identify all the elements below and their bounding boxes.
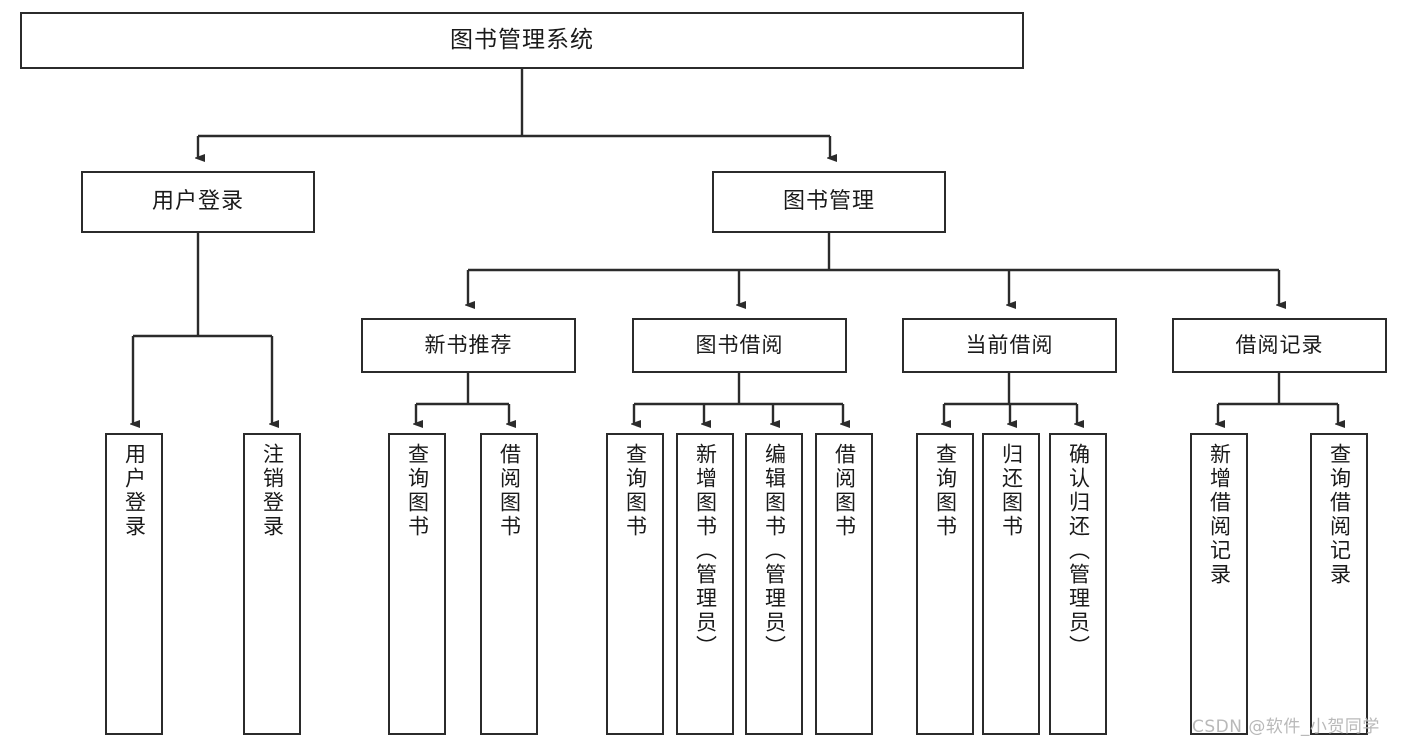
leaf-query-book-1[interactable]: 查询图书 (388, 433, 446, 735)
leaf-query-record-label: 查询借阅记录 (1327, 443, 1352, 587)
leaf-add-record[interactable]: 新增借阅记录 (1190, 433, 1248, 735)
leaf-borrow-book-1[interactable]: 借阅图书 (480, 433, 538, 735)
leaf-query-book-2[interactable]: 查询图书 (606, 433, 664, 735)
leaf-add-book[interactable]: 新增图书（管理员） (676, 433, 734, 735)
leaf-edit-book[interactable]: 编辑图书（管理员） (745, 433, 803, 735)
leaf-query-book-2-label: 查询图书 (623, 443, 648, 539)
node-root-system[interactable]: 图书管理系统 (20, 12, 1024, 69)
node-book-borrow-label: 图书借阅 (695, 333, 784, 357)
leaf-logout-login-label: 注销登录 (260, 443, 285, 539)
leaf-query-book-1-label: 查询图书 (405, 443, 430, 539)
leaf-user-login-label: 用户登录 (122, 443, 147, 539)
node-borrow-record-label: 借阅记录 (1235, 333, 1324, 357)
node-user-login[interactable]: 用户登录 (81, 171, 315, 233)
leaf-borrow-book-2-label: 借阅图书 (832, 443, 857, 539)
leaf-confirm-return-label: 确认归还（管理员） (1066, 443, 1091, 659)
leaf-add-book-label: 新增图书（管理员） (693, 443, 718, 659)
leaf-query-book-3[interactable]: 查询图书 (916, 433, 974, 735)
node-borrow-record[interactable]: 借阅记录 (1172, 318, 1387, 373)
leaf-edit-book-label: 编辑图书（管理员） (762, 443, 787, 659)
node-root-label: 图书管理系统 (450, 27, 594, 53)
leaf-logout-login[interactable]: 注销登录 (243, 433, 301, 735)
leaf-query-record[interactable]: 查询借阅记录 (1310, 433, 1368, 735)
node-new-book-recommend-label: 新书推荐 (424, 333, 513, 357)
node-book-manage[interactable]: 图书管理 (712, 171, 946, 233)
node-user-login-label: 用户登录 (151, 189, 244, 214)
leaf-add-record-label: 新增借阅记录 (1207, 443, 1232, 587)
leaf-confirm-return[interactable]: 确认归还（管理员） (1049, 433, 1107, 735)
node-current-borrow[interactable]: 当前借阅 (902, 318, 1117, 373)
leaf-borrow-book-1-label: 借阅图书 (497, 443, 522, 539)
leaf-query-book-3-label: 查询图书 (933, 443, 958, 539)
leaf-return-book-label: 归还图书 (999, 443, 1024, 539)
node-book-borrow[interactable]: 图书借阅 (632, 318, 847, 373)
node-current-borrow-label: 当前借阅 (965, 333, 1054, 357)
node-book-manage-label: 图书管理 (782, 189, 875, 214)
leaf-user-login[interactable]: 用户登录 (105, 433, 163, 735)
leaf-return-book[interactable]: 归还图书 (982, 433, 1040, 735)
leaf-borrow-book-2[interactable]: 借阅图书 (815, 433, 873, 735)
node-new-book-recommend[interactable]: 新书推荐 (361, 318, 576, 373)
